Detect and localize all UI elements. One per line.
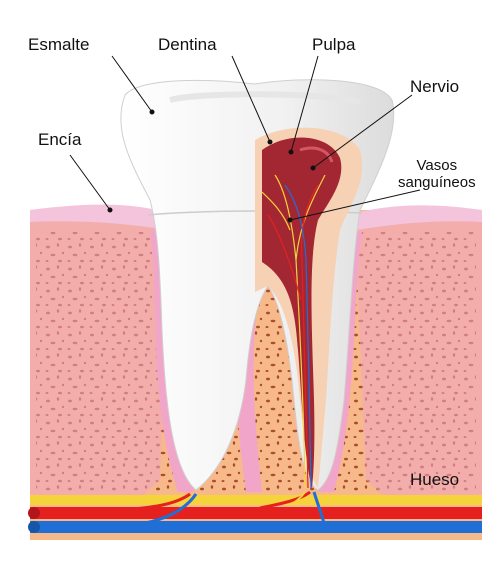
dentina-label: Dentina (158, 35, 217, 54)
nervio-label: Nervio (410, 77, 460, 96)
pulpa-leader (290, 55, 319, 153)
nervio-leader (312, 94, 413, 169)
leader-lines (69, 55, 421, 223)
vasos-label-line1: Vasos (416, 157, 458, 174)
hueso-label: Hueso (410, 470, 460, 489)
vasos-label: Vasos sanguíneos (398, 157, 476, 192)
pulp-nerves (261, 174, 326, 489)
pulpa-label: Pulpa (312, 35, 356, 54)
encia-label: Encía (38, 130, 82, 149)
vasos-leader (289, 189, 421, 221)
vasos-label-line2: sanguíneos (398, 174, 476, 192)
encia-leader (69, 154, 111, 211)
esmalte-label: Esmalte (28, 35, 90, 54)
dentina-leader (231, 55, 271, 143)
pulp (262, 137, 342, 488)
esmalte-leader (111, 55, 153, 113)
blood-vessels (28, 490, 482, 533)
